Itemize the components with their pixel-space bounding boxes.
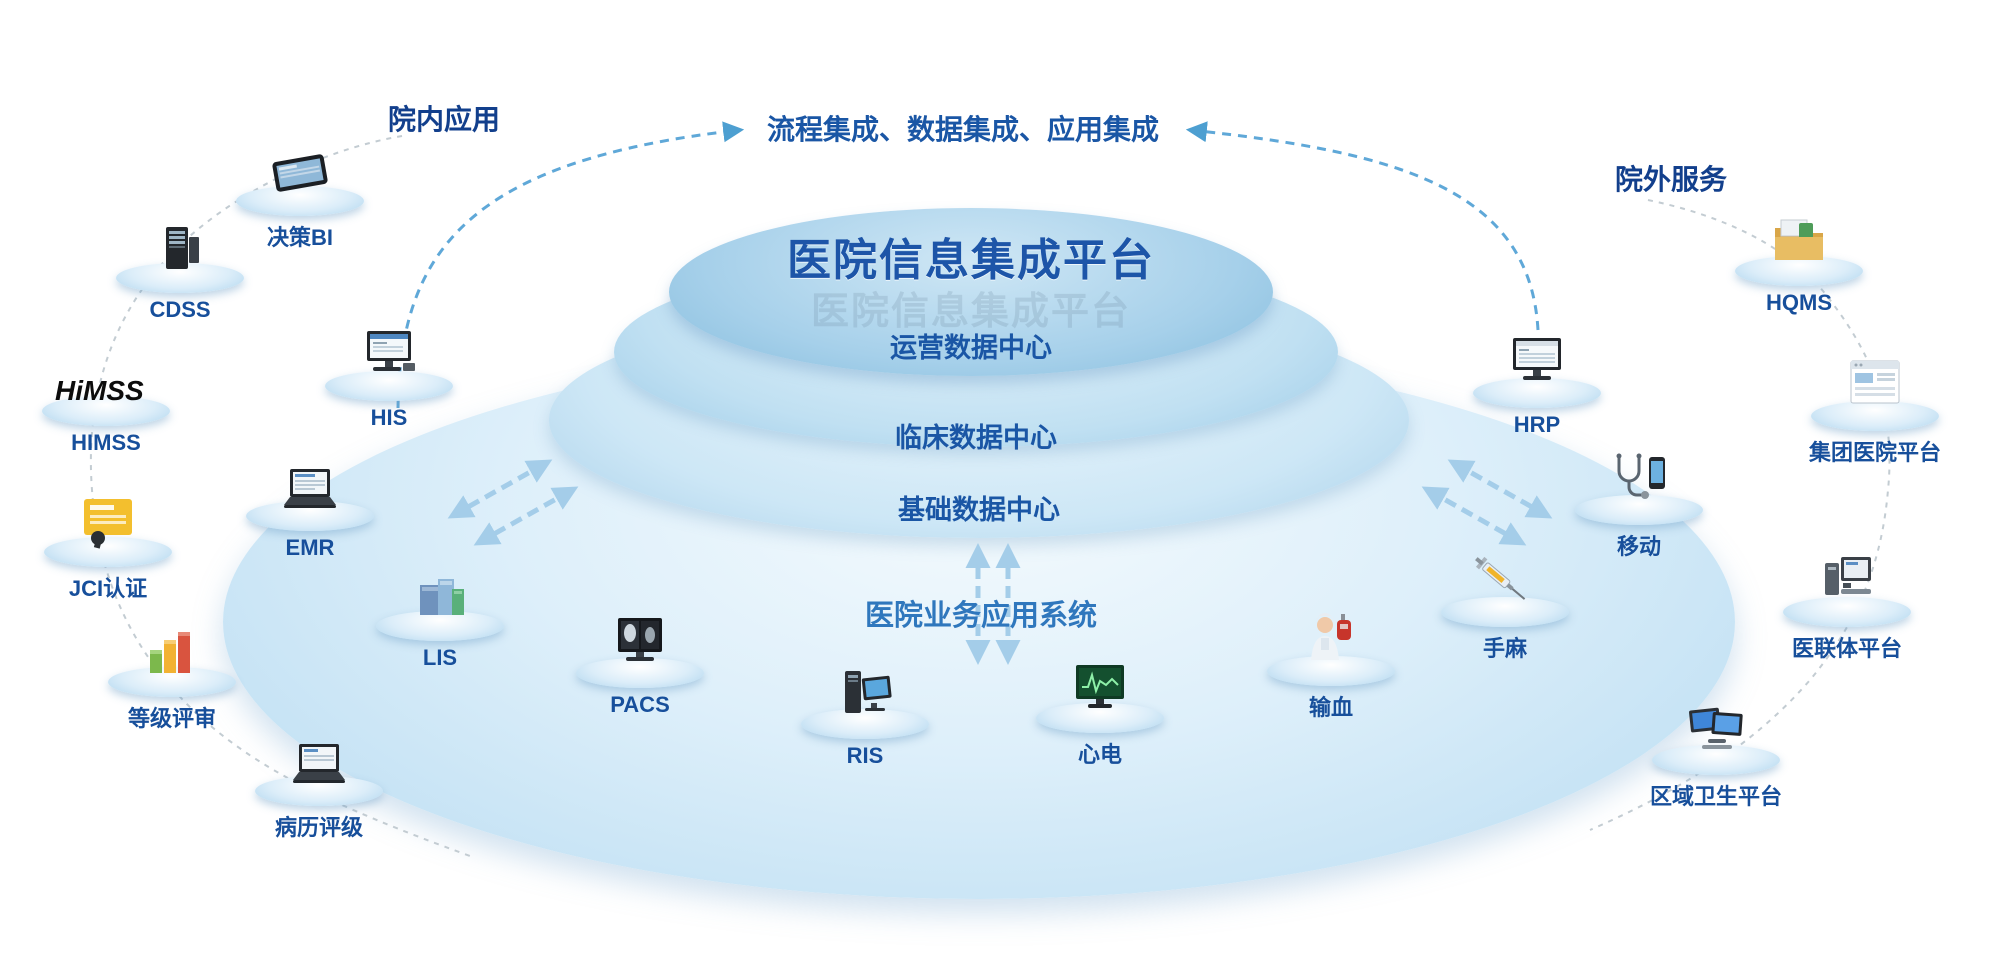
node-label: 集团医院平台 [1808,440,1941,465]
node-mobile: 移动 [1559,449,1719,561]
ecg-monitor-icon [1020,657,1180,715]
node-platform-ellipse [576,658,704,688]
tier-label-operations: 运营数据中心 [890,333,1052,363]
node-emr: EMR [230,455,390,561]
laptop-icon [230,455,390,513]
node-ris: RIS [785,663,945,769]
node-blood-transfusion: 输血 [1251,610,1411,722]
apps-ring-label: 医院业务应用系统 [864,600,1097,632]
tier-label-basic: 基础数据中心 [898,495,1060,525]
node-pacs: PACS [560,612,720,718]
node-medical-alliance: 医联体平台 [1767,551,1927,663]
tier-label-clinical: 临床数据中心 [895,423,1057,453]
node-hrp: HRP [1457,332,1617,438]
node-label: 医联体平台 [1791,636,1902,661]
node-hqms: HQMS [1719,210,1879,316]
certificate-icon [28,491,188,549]
folder-icon [1719,210,1879,268]
node-label: 移动 [1616,534,1661,559]
node-platform-ellipse [801,709,929,739]
node-label: 心电 [1077,742,1122,767]
dual-monitor-icon [1636,699,1796,757]
desktop-computer-icon [309,325,469,383]
node-anesthesia: 手麻 [1425,551,1585,663]
tablet-icon [220,140,380,198]
node-label: LIS [422,645,458,670]
node-platform-ellipse [1441,597,1569,627]
node-label: HQMS [1766,290,1832,315]
himss-logo: HiMSS [26,350,186,408]
node-label: 输血 [1308,695,1353,720]
node-ecg: 心电 [1020,657,1180,769]
node-jci: JCI认证 [28,491,188,603]
bar-chart-icon [92,621,252,679]
storage-boxes-icon [360,565,520,623]
svg-text:HiMSS: HiMSS [55,375,144,406]
monitor-icon [1457,332,1617,390]
node-label: JCI认证 [68,576,148,601]
nurse-blood-bag-icon [1251,610,1411,668]
node-label: HIMSS [71,430,141,455]
syringe-icon [1425,551,1585,609]
node-label: HIS [370,405,408,430]
node-regional-health: 区域卫生平台 [1636,699,1796,811]
node-label: 手麻 [1482,636,1527,661]
desktop-pc-icon [1767,551,1927,609]
node-platform-ellipse [1473,378,1601,408]
node-grade-review: 等级评审 [92,621,252,733]
node-himss: HiMSS HIMSS [26,350,186,456]
server-icon [100,217,260,275]
node-record-rating: 病历评级 [239,730,399,842]
node-cdss: CDSS [100,217,260,323]
browser-window-icon [1795,355,1955,413]
node-label: 等级评审 [127,706,216,731]
integration-banner: 流程集成、数据集成、应用集成 [766,114,1159,145]
platform-tier-top-ellipse [669,208,1273,376]
platform-title-watermark: 医院信息集成平台 [810,291,1131,333]
node-label: 病历评级 [274,815,363,840]
node-group-hospital: 集团医院平台 [1795,355,1955,467]
node-his: HIS [309,325,469,431]
node-lis: LIS [360,565,520,671]
node-label: 区域卫生平台 [1649,784,1782,809]
stethoscope-phone-icon [1559,449,1719,507]
node-platform-ellipse [1267,656,1395,686]
node-label: PACS [610,692,670,717]
platform-title: 医院信息集成平台 [787,236,1155,285]
region-label-inhospital: 院内应用 [387,104,500,135]
region-label-outhospital: 院外服务 [1614,164,1727,195]
node-label: HRP [1513,412,1561,437]
laptop-icon [239,730,399,788]
workstation-icon [785,663,945,721]
xray-monitor-icon [560,612,720,670]
node-label: CDSS [149,297,211,322]
node-label: RIS [846,743,884,768]
node-label: EMR [285,535,335,560]
